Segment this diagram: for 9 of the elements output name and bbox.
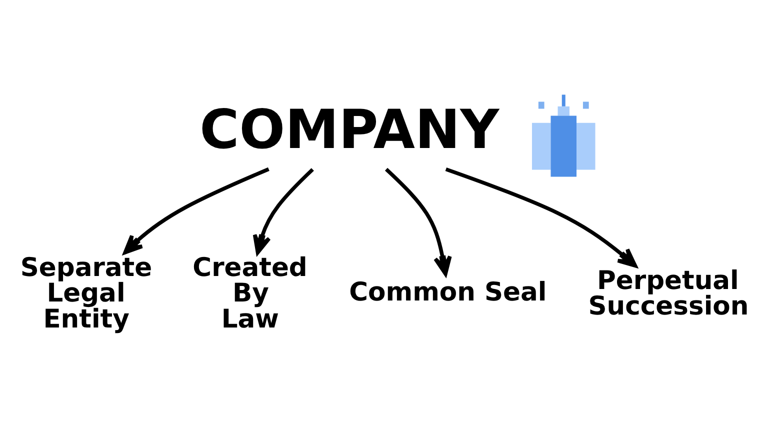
node-text: Common Seal	[349, 278, 547, 308]
node-text: Separate Legal Entity	[20, 252, 152, 334]
arrow	[384, 168, 452, 276]
arrow	[252, 168, 314, 254]
arrow	[123, 167, 270, 254]
node-text: COMPANY	[200, 98, 500, 161]
node-text: Created By Law	[192, 252, 308, 334]
node-text: Perpetual Succession	[588, 266, 749, 322]
arrow	[445, 167, 638, 268]
